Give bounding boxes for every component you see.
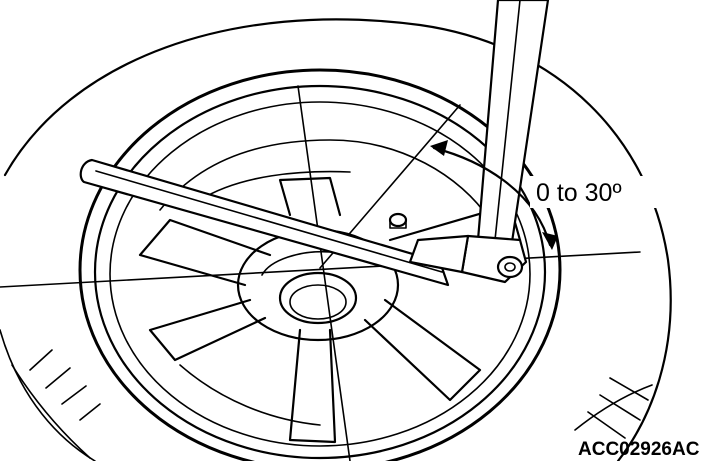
figure-code: ACC02926AC [578,439,700,460]
socket-end [496,255,524,279]
horizontal-reference-line [0,251,641,288]
lug-wrench-bar [79,158,450,287]
wrench-extension [408,0,550,284]
vertical-reference-line [297,85,351,461]
lug-bolt [388,212,408,228]
angle-label: 0 to 30º [536,179,622,207]
arc-arrowhead-end [542,232,558,250]
socket-arm [408,234,470,274]
arc-arrowhead-start [430,140,448,156]
rotation-angle-arc [430,140,558,250]
wheel-rim [78,68,562,461]
